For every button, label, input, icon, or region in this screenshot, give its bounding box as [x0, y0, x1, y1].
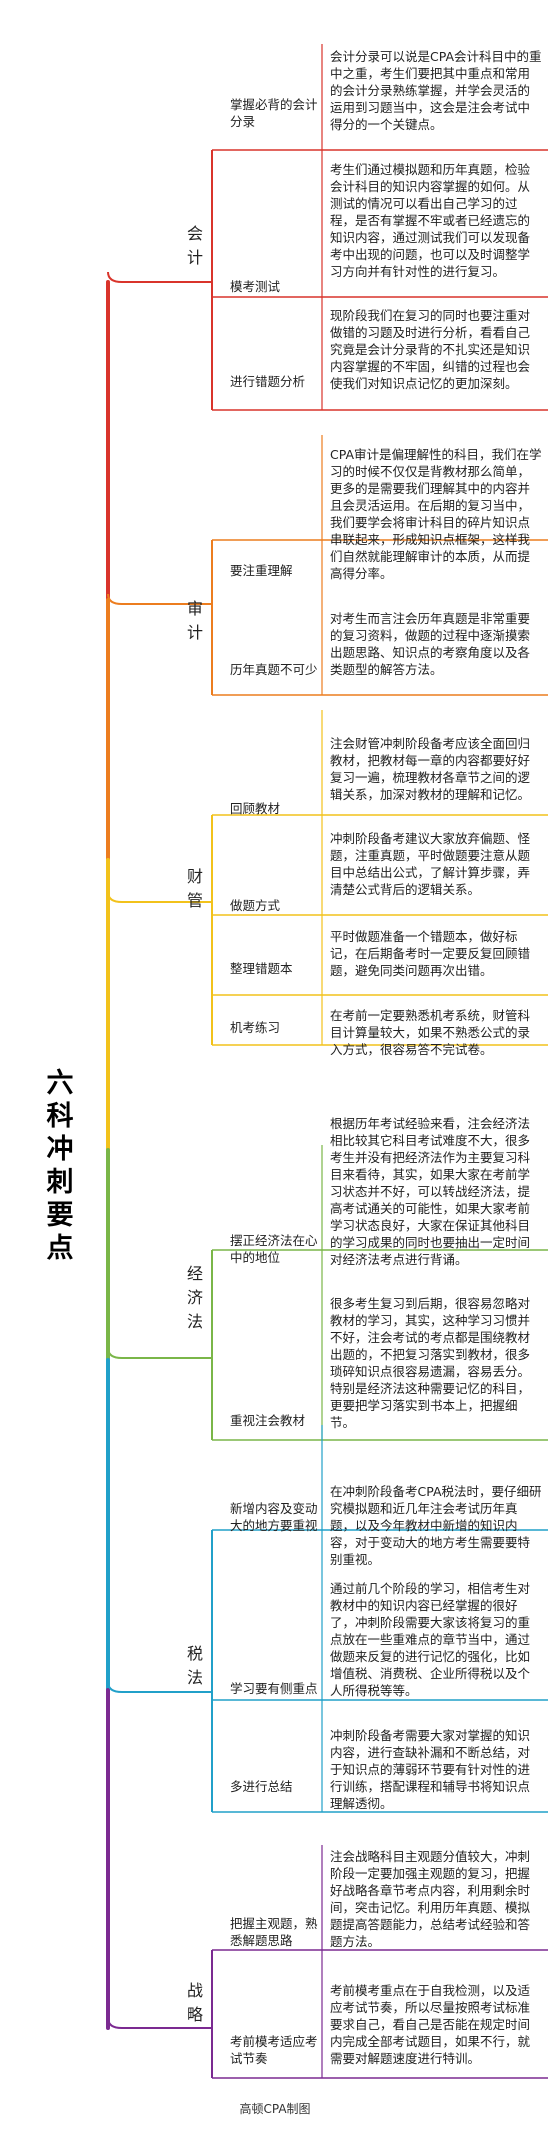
- leaf-label: 做题方式: [230, 898, 281, 913]
- leaf-detail: 冲刺阶段备考建议大家放弃偏题、怪题，注重真题，平时做题要注意从题目中总结出公式，…: [330, 831, 531, 897]
- leaf-detail: CPA审计是偏理解性的科目，我们在学习的时候不仅仅是背教材那么简单，更多的是需要…: [330, 447, 542, 581]
- branch-label-shenji: 审计: [184, 600, 203, 648]
- leaf-detail: 考生们通过模拟题和历年真题，检验会计科目的知识内容掌握的如何。从测试的情况可以看…: [330, 162, 531, 279]
- leaf-detail: 在考前一定要熟悉机考系统，财管科目计算量较大，如果不熟悉公式的录入方式，很容易答…: [330, 1008, 531, 1057]
- leaf-label: 新增内容及变动大的地方要重视: [230, 1501, 318, 1533]
- root-title: 六科冲刺要点: [41, 1068, 73, 1266]
- branch-label-jingjifa: 经济法: [184, 1265, 203, 1337]
- leaf-label: 要注重理解: [230, 563, 293, 578]
- branch-connector: [107, 891, 172, 903]
- leaf-detail: 注会财管冲刺阶段备考应该全面回归教材，把教材每一章的内容都要好好复习一遍，梳理教…: [330, 736, 531, 802]
- branch-connector: [107, 593, 172, 605]
- leaf-label: 历年真题不可少: [230, 662, 318, 677]
- footer-credit: 高顿CPA制图: [239, 2102, 311, 2116]
- leaf-label: 考前模考适应考试节奏: [230, 2034, 318, 2066]
- branch-label-shuifa: 税法: [184, 1645, 203, 1693]
- leaf-detail: 很多考生复习到后期，很容易忽略对教材的学习，其实，这种学习习惯并不好，注会考试的…: [330, 1296, 531, 1430]
- branch-connector: [107, 1347, 172, 1359]
- leaf-label: 把握主观题，熟悉解题思路: [230, 1916, 318, 1948]
- branch-connector: [107, 1681, 172, 1693]
- leaf-detail: 通过前几个阶段的学习，相信考生对教材中的知识内容已经掌握的很好了，冲刺阶段需要大…: [330, 1581, 531, 1698]
- leaf-label: 模考测试: [230, 279, 281, 294]
- leaf-label: 机考练习: [230, 1020, 281, 1035]
- leaf-detail: 冲刺阶段备考需要大家对掌握的知识内容，进行查缺补漏和不断总结，对于知识点的薄弱环…: [330, 1728, 531, 1811]
- branch-connector: [107, 271, 172, 283]
- leaf-label: 多进行总结: [230, 1779, 293, 1794]
- leaf-detail: 在冲刺阶段备考CPA税法时，要仔细研究模拟题和近几年注会考试历年真题，以及今年教…: [330, 1484, 542, 1567]
- leaf-label: 掌握必背的会计分录: [230, 97, 318, 129]
- leaf-label: 进行错题分析: [230, 374, 306, 389]
- leaf-detail: 根据历年考试经验来看，注会经济法相比较其它科目考试难度不大，很多考生并没有把经济…: [330, 1116, 531, 1267]
- leaf-detail: 会计分录可以说是CPA会计科目中的重中之重，考生们要把其中重点和常用的会计分录熟…: [330, 49, 542, 132]
- branch-label-zhanlue: 战略: [184, 1982, 203, 2030]
- leaf-detail: 现阶段我们在复习的同时也要注重对做错的习题及时进行分析，看看自己究竟是会计分录背…: [330, 308, 531, 391]
- leaf-label: 重视注会教材: [230, 1413, 306, 1428]
- leaf-detail: 平时做题准备一个错题本，做好标记，在后期备考时一定要反复回顾错题，避免同类问题再…: [330, 929, 531, 978]
- leaf-label: 整理错题本: [230, 961, 293, 976]
- leaf-label: 摆正经济法在心中的地位: [230, 1233, 318, 1265]
- leaf-label: 回顾教材: [230, 801, 281, 816]
- leaf-detail: 对考生而言注会历年真题是非常重要的复习资料，做题的过程中逐渐摸索出题思路、知识点…: [330, 611, 531, 677]
- branch-label-kuaiji: 会计: [184, 225, 203, 273]
- branch-label-caiguan: 财管: [184, 868, 203, 916]
- branch-connector: [107, 2017, 172, 2029]
- leaf-detail: 考前模考重点在于自我检测，以及适应考试节奏，所以尽量按照考试标准要求自己，看自己…: [330, 1983, 531, 2066]
- leaf-label: 学习要有侧重点: [230, 1681, 318, 1696]
- leaf-detail: 注会战略科目主观题分值较大，冲刺阶段一定要加强主观题的复习，把握好战略各章节考点…: [330, 1849, 531, 1949]
